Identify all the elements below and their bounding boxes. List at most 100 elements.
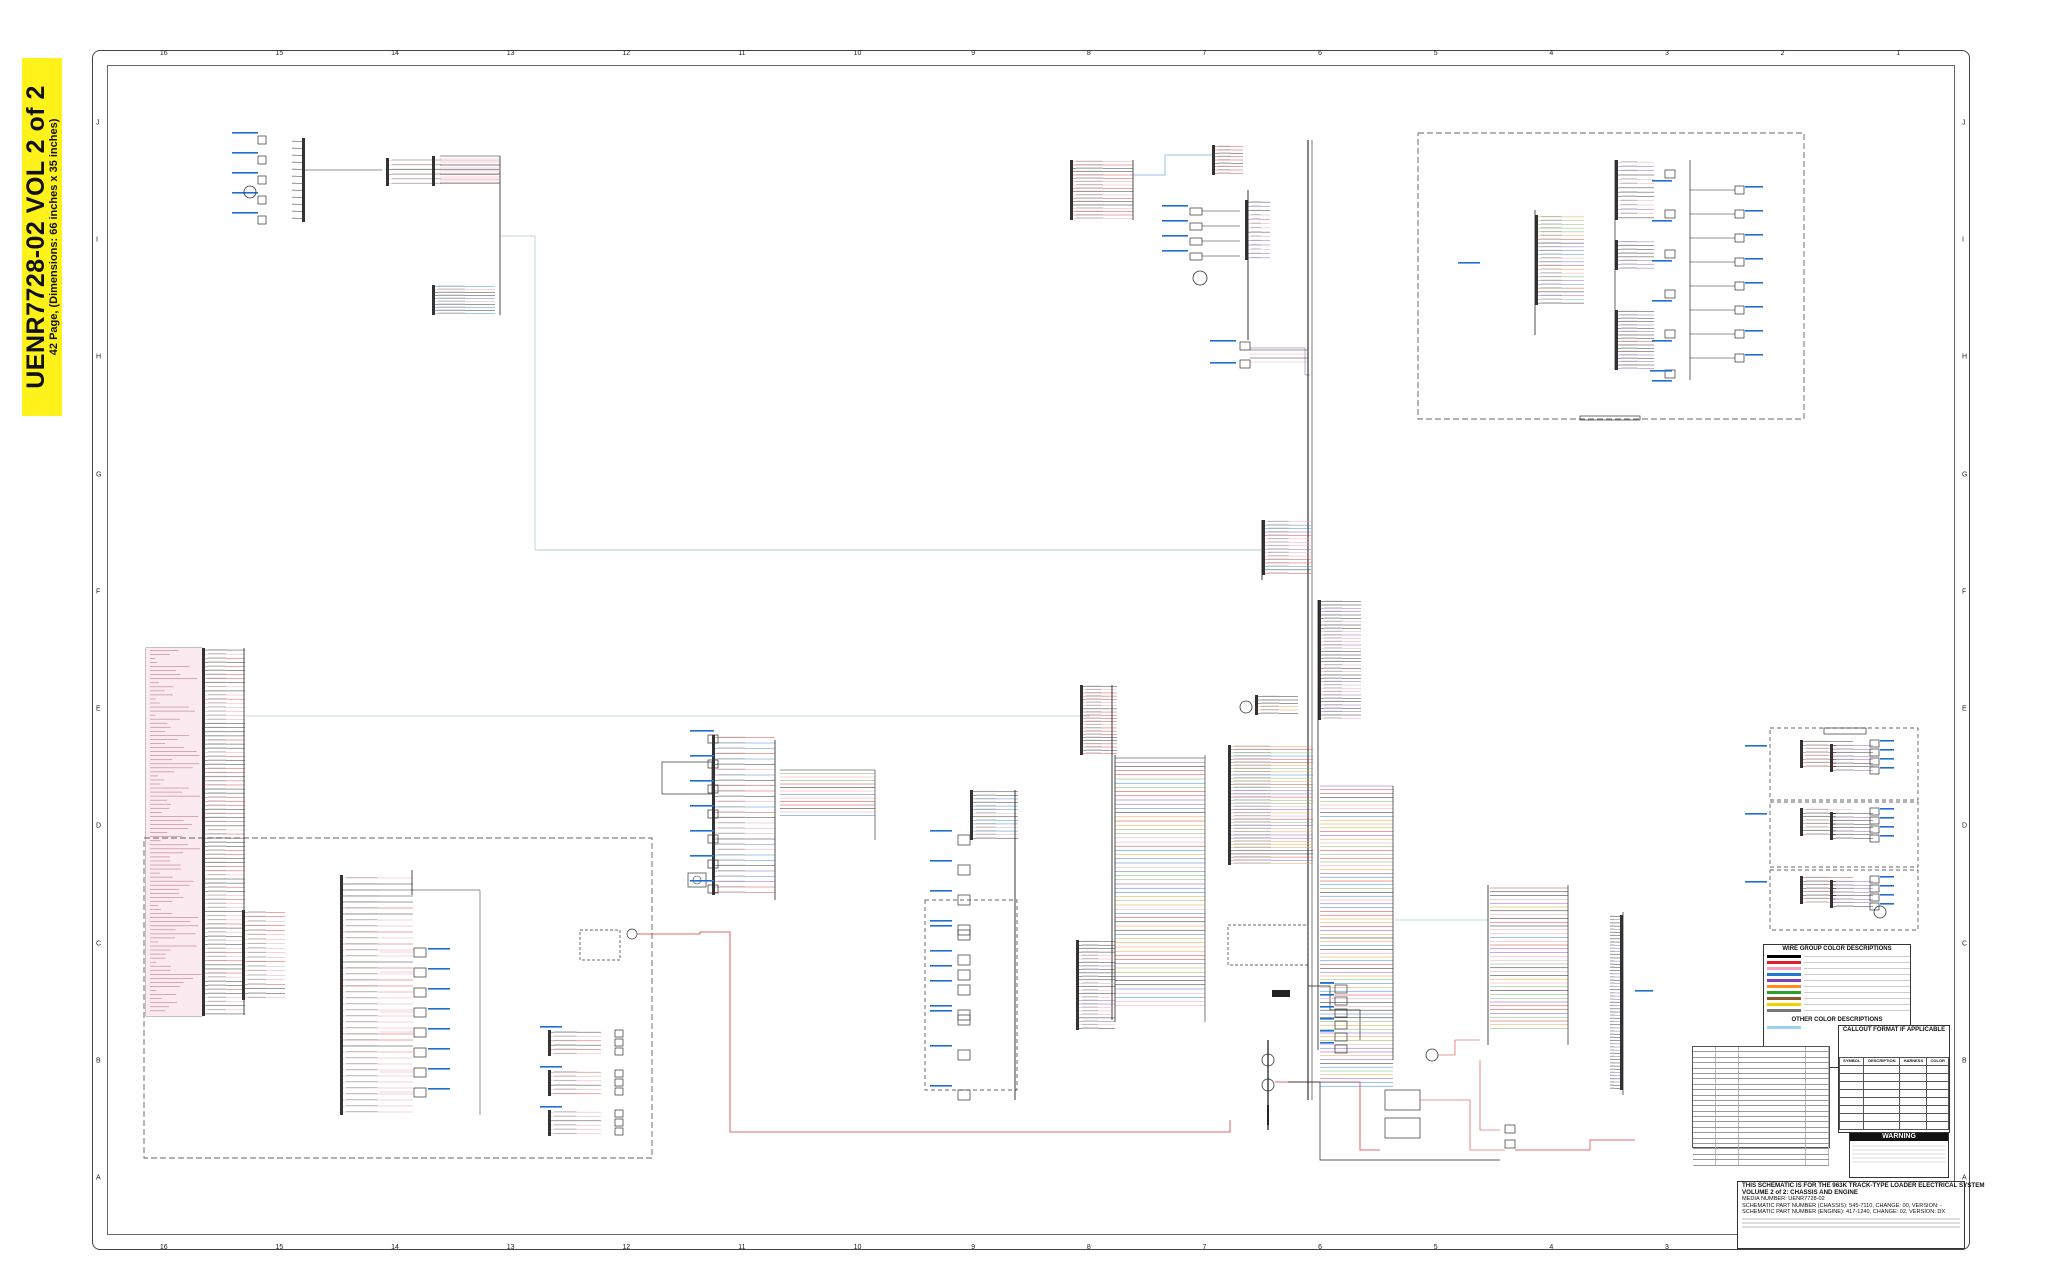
- symbol-table-cell: [1899, 1096, 1928, 1106]
- pin-label-stub: [1621, 182, 1638, 184]
- revision-cell: [1739, 1057, 1806, 1063]
- revision-cell: [1806, 1079, 1829, 1084]
- symbol-table-cell: [1838, 1112, 1865, 1122]
- right-module-boundary: [1417, 132, 1805, 420]
- pin-label-stub: [1621, 330, 1638, 332]
- pin-label-stub: [346, 1105, 378, 1106]
- pin-label-stub: [1610, 992, 1615, 993]
- symbol-table-header: DESCRIPTION: [1863, 1056, 1901, 1066]
- pin-label-stub: [292, 140, 297, 142]
- pin-label-stub: [718, 880, 745, 882]
- pin-label-stub: [248, 996, 266, 998]
- revision-row: [1693, 1100, 1829, 1107]
- pin-label-stub: [1234, 837, 1271, 839]
- pin-label-stub: [1610, 998, 1615, 1000]
- pin-label-stub: [1610, 966, 1615, 968]
- pin-label-stub: [292, 154, 297, 156]
- component-body: [957, 929, 971, 941]
- pin-label-stub: [1251, 256, 1261, 258]
- revision-cell: [1693, 1154, 1716, 1160]
- pin-label-stub: [208, 685, 226, 687]
- pin-label-stub: [208, 739, 226, 740]
- component-body: [1334, 996, 1348, 1006]
- component-body: [257, 195, 267, 205]
- revision-row: [1693, 1133, 1829, 1139]
- pin-label-stub: [1082, 999, 1099, 1001]
- pin-label-stub: [1610, 1004, 1615, 1006]
- pin-label-stub: [1324, 664, 1342, 665]
- component-body: [1869, 807, 1880, 816]
- ecm-pin-label: [150, 860, 171, 862]
- pin-label-stub: [554, 1115, 577, 1117]
- revision-cell: [1739, 1149, 1806, 1154]
- pin-label-stub: [346, 967, 378, 968]
- ecm-pin-label: [150, 755, 200, 756]
- pin-label-stub: [208, 800, 226, 802]
- ecm-pin-label: [150, 751, 197, 752]
- pin-label-stub: [1076, 190, 1103, 192]
- component-label: [690, 805, 714, 807]
- pin-label-stub: [1621, 195, 1638, 197]
- pin-label-stub: [208, 698, 226, 700]
- revision-cell: [1739, 1160, 1806, 1165]
- grid-column-label: 2: [1780, 50, 1785, 57]
- other-swatch-row: [1764, 1025, 1910, 1031]
- component-label: [690, 755, 714, 757]
- revision-cell: [1716, 1160, 1739, 1165]
- pin-label-stub: [718, 784, 745, 786]
- pin-label-stub: [1324, 717, 1342, 719]
- pin-label-stub: [1621, 165, 1638, 167]
- pin-label-stub: [1082, 968, 1099, 970]
- pin-label-stub: [1324, 694, 1342, 695]
- pin-label-stub: [718, 859, 745, 861]
- pin-label-stub: [1082, 954, 1099, 956]
- pin-label-stub: [346, 973, 378, 974]
- pin-label-stub: [976, 808, 997, 810]
- symbol-table-cell: [1863, 1104, 1901, 1114]
- pin-label-stub: [976, 812, 997, 814]
- grid-column-label: 16: [159, 1244, 168, 1251]
- revision-row: [1693, 1079, 1829, 1085]
- component-body: [1869, 893, 1880, 902]
- wire-swatch-list: [1764, 954, 1910, 1014]
- revision-cell: [1716, 1117, 1739, 1122]
- pin-label-stub: [1610, 969, 1615, 971]
- pin-label-stub: [346, 1081, 378, 1082]
- pin-label-stub: [718, 886, 745, 887]
- pin-label-stub: [1610, 1001, 1615, 1003]
- pin-label-stub: [208, 714, 226, 716]
- pin-label-stub: [208, 718, 226, 720]
- connector-c5: [1212, 145, 1215, 175]
- ecm-pin-label: [150, 1006, 169, 1008]
- pin-label-stub: [1234, 770, 1271, 772]
- revision-cell: [1693, 1079, 1716, 1084]
- revision-cell: [1739, 1133, 1806, 1138]
- pin-label-stub: [976, 823, 997, 824]
- pin-label-stub: [1610, 1068, 1615, 1070]
- grid-column-label: 1: [1896, 50, 1901, 57]
- pin-label-stub: [1268, 541, 1289, 543]
- ecm-pin-label: [150, 893, 180, 894]
- symbol-table-cell: [1926, 1104, 1949, 1114]
- wire-swatch-line: [1804, 968, 1910, 970]
- pin-label-stub: [718, 790, 745, 791]
- pin-label-stub: [1268, 544, 1289, 546]
- pin-label-stub: [1234, 824, 1271, 826]
- pin-label-stub: [1076, 177, 1103, 179]
- pin-label-stub: [1086, 711, 1102, 713]
- pin-label-stub: [1836, 880, 1854, 882]
- pin-label-stub: [438, 309, 465, 311]
- component-label: [1635, 990, 1653, 992]
- pin-label-stub: [1610, 982, 1615, 984]
- pin-label-stub: [1234, 755, 1271, 757]
- connector-c2: [386, 158, 389, 186]
- component-body: [1504, 1124, 1516, 1134]
- component-label: [1880, 903, 1894, 905]
- pin-label-stub: [208, 972, 226, 974]
- pin-label-stub: [208, 771, 226, 773]
- pin-label-stub: [346, 913, 378, 914]
- pin-label-stub: [248, 978, 266, 980]
- pin-label-stub: [1268, 527, 1289, 529]
- revision-cell: [1716, 1095, 1739, 1100]
- pin-label-stub: [208, 779, 226, 781]
